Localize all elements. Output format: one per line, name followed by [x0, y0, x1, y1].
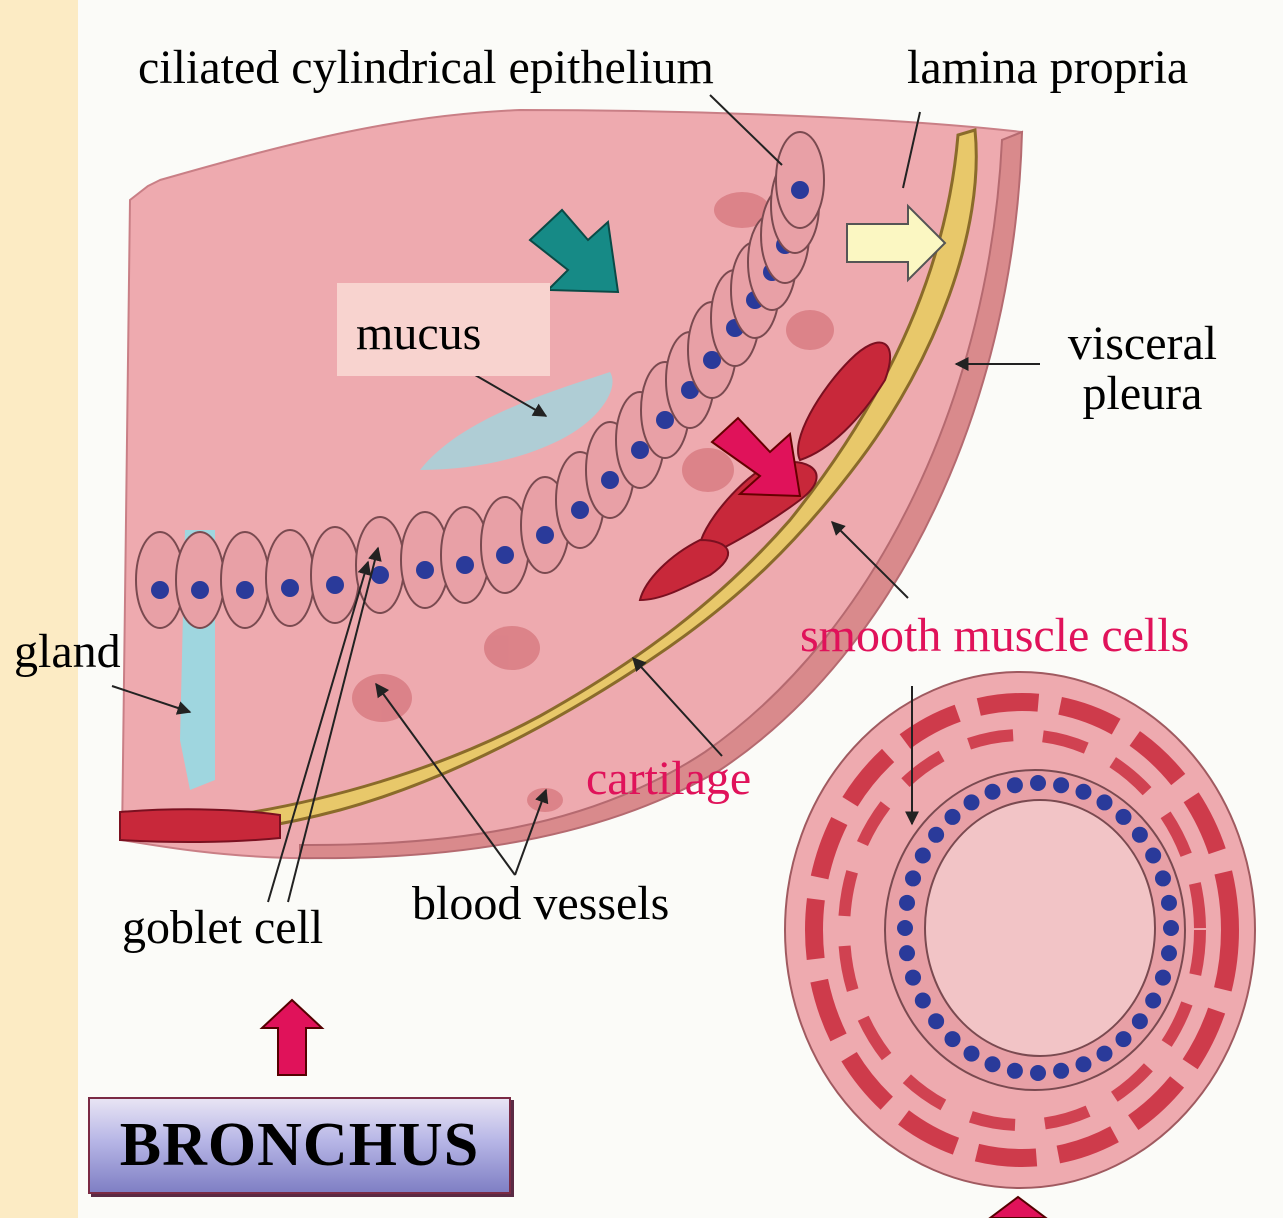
bronchiole-nucleus: [945, 1031, 961, 1047]
epithelial-cell: [176, 532, 224, 628]
bronchiole-nucleus: [985, 1056, 1001, 1072]
left-strip: [0, 0, 78, 1218]
cell-nucleus: [571, 501, 589, 519]
bronchiole-cross-section: [785, 672, 1255, 1188]
label-ciliated-epithelium: ciliated cylindrical epithelium: [138, 44, 714, 92]
bronchiole-nucleus: [1053, 777, 1069, 793]
cell-nucleus: [191, 581, 209, 599]
cell-nucleus: [456, 556, 474, 574]
bronchiole-nucleus: [964, 794, 980, 810]
cell-nucleus: [656, 411, 674, 429]
label-goblet-cell: goblet cell: [122, 904, 323, 952]
epithelial-cell: [776, 132, 824, 228]
bronchiole-nucleus: [1030, 1065, 1046, 1081]
cell-nucleus: [326, 576, 344, 594]
cell-nucleus: [631, 441, 649, 459]
bronchiole-nucleus: [1132, 827, 1148, 843]
epithelial-cell: [356, 517, 404, 613]
epithelial-cell: [221, 532, 269, 628]
title-box: BRONCHUS: [88, 1097, 511, 1194]
cell-nucleus: [496, 546, 514, 564]
bronchiole-nucleus: [928, 827, 944, 843]
label-smooth-muscle-cells: smooth muscle cells: [800, 612, 1189, 660]
cell-nucleus: [791, 181, 809, 199]
bronchiole-nucleus: [1155, 870, 1171, 886]
cell-nucleus: [536, 526, 554, 544]
cell-nucleus: [236, 581, 254, 599]
bronchiole-nucleus: [899, 895, 915, 911]
epithelial-cell: [311, 527, 359, 623]
bronchiole-nucleus: [1145, 848, 1161, 864]
bronchiole-nucleus: [899, 945, 915, 961]
bronchiole-nucleus: [985, 784, 1001, 800]
title-bronchus: BRONCHUS: [120, 1110, 479, 1181]
bronchiole-nucleus: [1075, 1056, 1091, 1072]
cell-nucleus: [416, 561, 434, 579]
bronchiole-nucleus: [1145, 993, 1161, 1009]
bronchiole-nucleus: [945, 809, 961, 825]
bronchiole-nucleus: [915, 993, 931, 1009]
bronchiole-nucleus: [1115, 809, 1131, 825]
label-blood-vessels: blood vessels: [412, 880, 669, 928]
bronchiole-nucleus: [915, 848, 931, 864]
bronchiole-nucleus: [1097, 1046, 1113, 1062]
cell-nucleus: [151, 581, 169, 599]
bronchiole-nucleus: [897, 920, 913, 936]
bronchiole-nucleus: [1163, 920, 1179, 936]
bronchiole-nucleus: [1155, 970, 1171, 986]
label-cartilage: cartilage: [586, 755, 751, 803]
bronchiole-nucleus: [1161, 945, 1177, 961]
bronchiole-nucleus: [1007, 777, 1023, 793]
bronchiole-nucleus: [1007, 1063, 1023, 1079]
label-mucus: mucus: [356, 310, 481, 358]
bronchiole-nucleus: [964, 1046, 980, 1062]
bronchiole-nucleus: [905, 870, 921, 886]
bronchiole-nucleus: [1115, 1031, 1131, 1047]
label-gland: gland: [14, 628, 121, 676]
label-lamina-propria: lamina propria: [907, 44, 1188, 92]
label-visceral: visceral: [1040, 320, 1245, 368]
bronchiole-nucleus: [905, 970, 921, 986]
bronchiole-nucleus: [1161, 895, 1177, 911]
bronchiole-nucleus: [1097, 794, 1113, 810]
bronchiole-nucleus: [1132, 1013, 1148, 1029]
cell-nucleus: [281, 579, 299, 597]
label-pleura: pleura: [1040, 370, 1245, 418]
epithelial-cell: [266, 530, 314, 626]
bronchiole-nucleus: [928, 1013, 944, 1029]
bronchiole-nucleus: [1053, 1063, 1069, 1079]
bronchiole-nucleus: [1075, 784, 1091, 800]
bronchiole-nucleus: [1030, 775, 1046, 791]
cell-nucleus: [601, 471, 619, 489]
